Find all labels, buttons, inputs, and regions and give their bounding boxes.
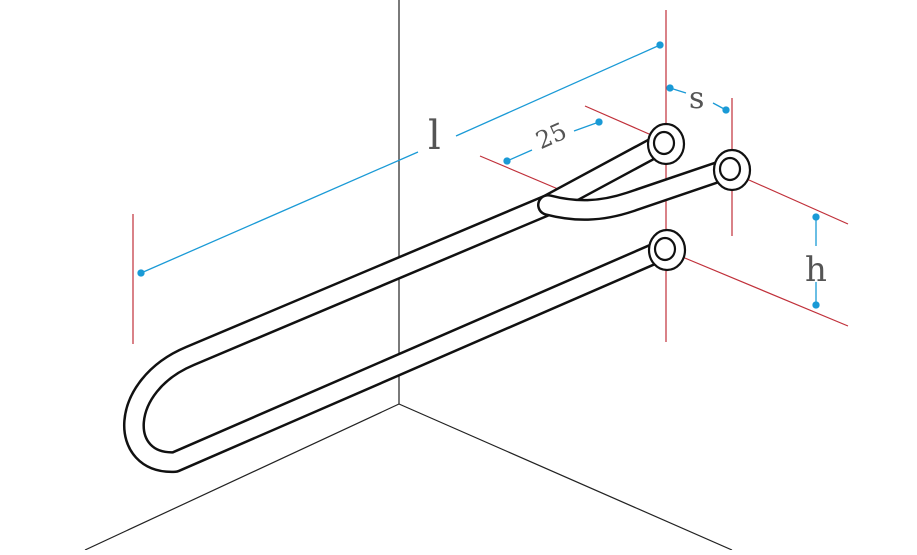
dimension-25-right bbox=[573, 121, 600, 132]
extension-lower-mount bbox=[679, 255, 849, 327]
mount-top bbox=[646, 122, 686, 166]
dimension-h-end-bottom bbox=[812, 301, 820, 309]
dimension-25-end-right bbox=[595, 118, 603, 126]
dimension-s-end-left bbox=[666, 84, 674, 92]
mount-back bbox=[712, 148, 752, 192]
room-corner bbox=[84, 0, 733, 551]
dimension-label-l: l bbox=[428, 113, 441, 159]
dimension-l-end-right bbox=[656, 41, 664, 49]
dimension-l-end-left bbox=[137, 269, 145, 277]
bar-fork-fill bbox=[539, 159, 739, 219]
dimension-l-upper bbox=[455, 44, 661, 137]
floor-left-edge bbox=[84, 403, 400, 551]
floor-right-edge bbox=[398, 403, 733, 551]
extension-upper-mount bbox=[739, 175, 849, 225]
dimension-l-lower bbox=[140, 151, 419, 274]
dimension-label-h: h bbox=[805, 250, 827, 290]
dimension-s-end-right bbox=[722, 106, 730, 114]
bar-upper-arm-fill bbox=[125, 134, 672, 471]
dimension-25-left bbox=[506, 149, 533, 162]
dimension-lines bbox=[137, 41, 820, 309]
dimension-h-end-top bbox=[812, 213, 820, 221]
mount-plates bbox=[646, 122, 752, 272]
mount-bottom bbox=[647, 228, 687, 272]
dimension-25-end-left bbox=[503, 157, 511, 165]
dimension-label-s: s bbox=[689, 81, 705, 116]
grab-bar bbox=[123, 132, 741, 473]
